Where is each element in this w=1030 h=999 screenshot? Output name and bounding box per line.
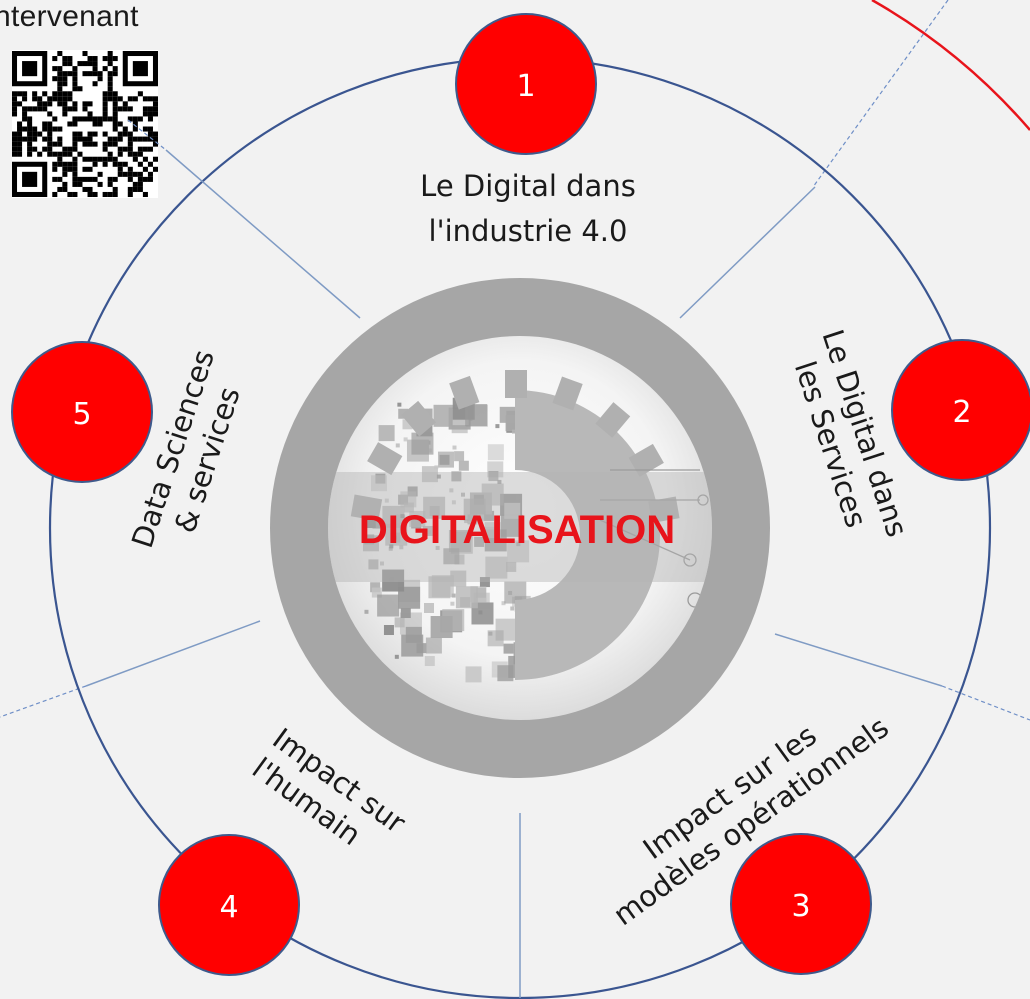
node-3-number: 3 [791,889,810,924]
gear-teeth [350,370,680,524]
node-2-number: 2 [952,395,971,430]
node-2: 2 [891,339,1030,481]
segment-5-label: Data Sciences & services [125,346,247,552]
outer-red-arc [871,0,1030,131]
node-3: 3 [730,833,872,975]
segment-4-label: Impact sur l'humain [246,721,412,852]
segment-1-line-1: Le Digital dans [420,169,636,203]
segment-1-line-2: l'industrie 4.0 [429,214,628,248]
header-label: ntervenant [0,0,139,33]
segment-2-label: Le Digital dans les Services [788,325,915,541]
node-5: 5 [11,341,153,483]
center-illustration [328,370,712,683]
segment-dividers [85,149,943,998]
title-band [328,472,712,582]
node-5-number: 5 [72,397,91,432]
center-title: DIGITALISATION [359,508,675,552]
node-4-number: 4 [219,890,238,925]
node-1: 1 [455,13,597,155]
qr-code-icon [12,50,158,198]
gear-graphic [350,370,709,680]
node-1-number: 1 [516,69,535,104]
node-4: 4 [158,834,300,976]
dashed-guides [0,0,1030,721]
segment-1-label: Le Digital dans l'industrie 4.0 [420,169,636,248]
